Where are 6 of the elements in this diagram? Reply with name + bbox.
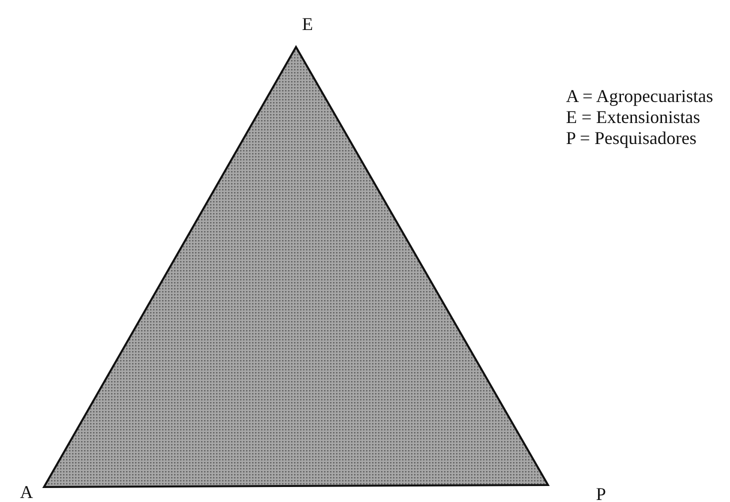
- vertex-label: E: [302, 14, 313, 35]
- vertex-label: P: [596, 484, 606, 502]
- key-text: P = Pesquisadores: [566, 128, 696, 149]
- vertex-label: A: [20, 482, 33, 502]
- key-text: E = Extensionistas: [566, 107, 700, 128]
- key-text: A = Agropecuaristas: [566, 86, 714, 107]
